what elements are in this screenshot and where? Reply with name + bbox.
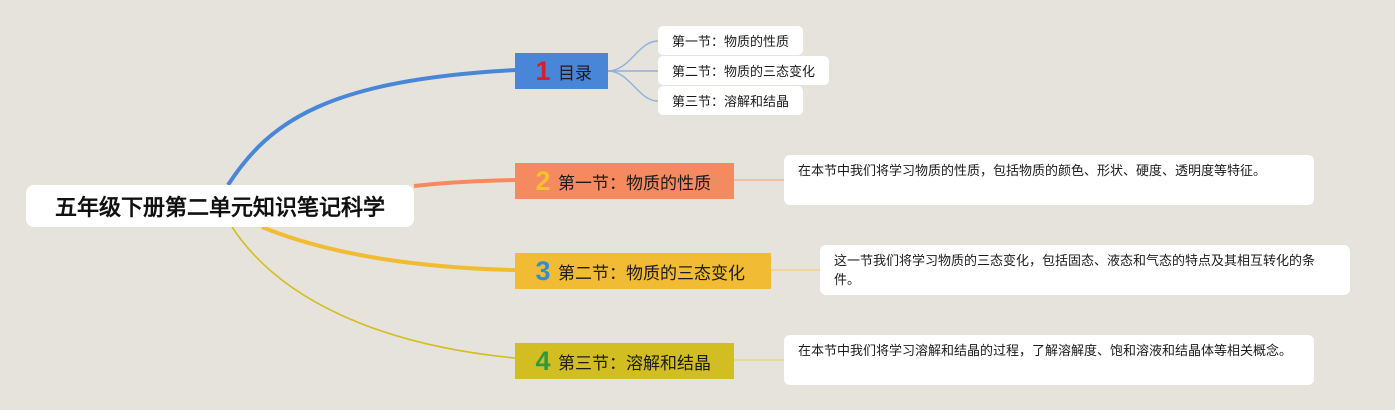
- branch-line-3: [261, 225, 516, 272]
- toc-link-1: [607, 40, 659, 72]
- branch-line-2: [413, 178, 516, 188]
- note-section-1[interactable]: 在本节中我们将学习物质的性质，包括物质的颜色、形状、硬度、透明度等特征。: [784, 155, 1314, 205]
- topic-label: 第三节：溶解和结晶: [558, 353, 711, 374]
- topic-number-2: 2: [535, 165, 551, 196]
- toc-item-section-3[interactable]: 第三节：溶解和结晶: [658, 86, 804, 115]
- topic-number-1: 1: [535, 55, 551, 86]
- note-section-2[interactable]: 这一节我们将学习物质的三态变化，包括固态、液态和气态的特点及其相互转化的条件。: [820, 245, 1350, 295]
- central-topic[interactable]: 五年级下册第二单元知识笔记科学: [26, 185, 414, 227]
- toc-item-section-2[interactable]: 第二节：物质的三态变化: [658, 56, 830, 85]
- topic-label: 目录: [558, 63, 592, 84]
- topic-section-3[interactable]: 4 第三节：溶解和结晶: [515, 343, 734, 379]
- topic-section-2[interactable]: 3 第二节：物质的三态变化: [515, 253, 771, 289]
- branch-line-4: [231, 226, 516, 359]
- note-section-3[interactable]: 在本节中我们将学习溶解和结晶的过程，了解溶解度、饱和溶液和结晶体等相关概念。: [784, 335, 1314, 385]
- toc-link-3: [607, 70, 659, 102]
- topic-number-4: 4: [535, 345, 551, 376]
- topic-table-of-contents[interactable]: 1 目录: [515, 53, 608, 89]
- topic-section-1[interactable]: 2 第一节：物质的性质: [515, 163, 734, 199]
- topic-number-3: 3: [535, 255, 551, 286]
- topic-label: 第一节：物质的性质: [558, 173, 711, 194]
- toc-item-section-1[interactable]: 第一节：物质的性质: [658, 26, 804, 55]
- topic-label: 第二节：物质的三态变化: [558, 263, 745, 284]
- branch-line-1: [226, 68, 516, 187]
